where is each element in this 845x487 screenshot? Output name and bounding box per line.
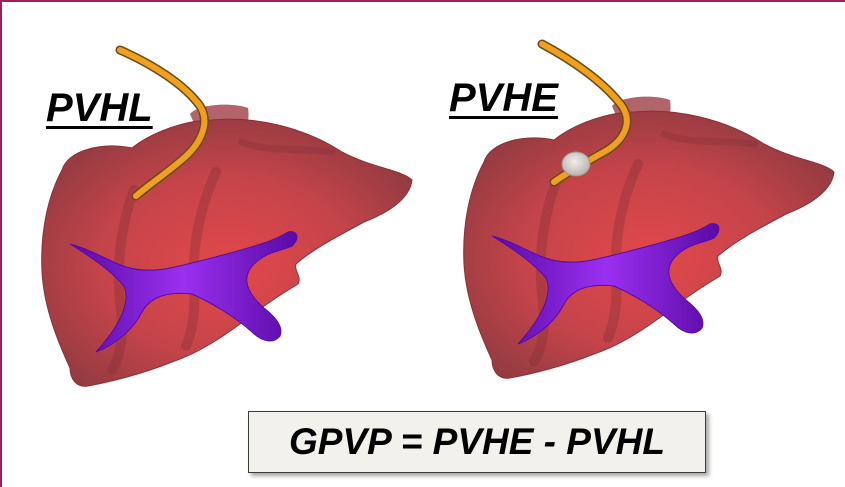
pvhe-label: PVHE [449, 78, 558, 118]
balloon-icon [562, 152, 590, 176]
liver-icon-right [464, 97, 834, 379]
formula-box: GPVP = PVHE - PVHL [248, 411, 706, 473]
formula-text: GPVP = PVHE - PVHL [289, 421, 665, 463]
liver-icon-left [42, 105, 412, 387]
pvhl-label: PVHL [46, 88, 153, 128]
